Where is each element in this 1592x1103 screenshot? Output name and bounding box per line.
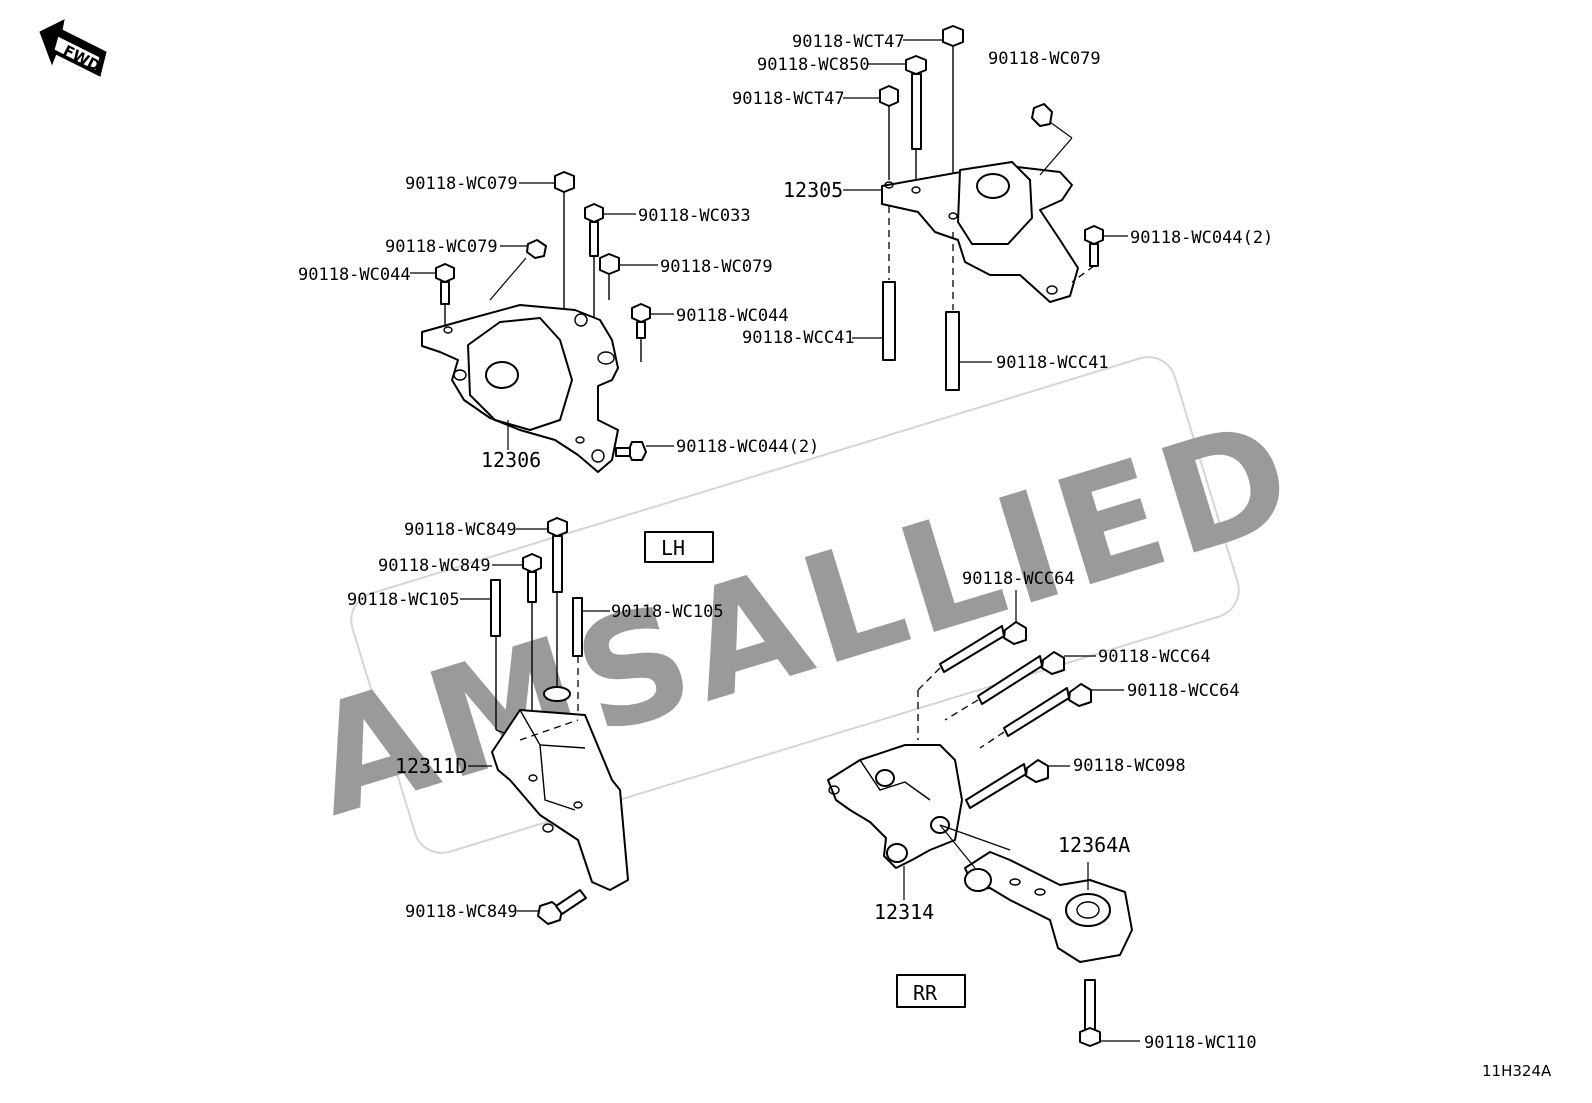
label-wc849-c: 90118-WC849 (405, 902, 518, 922)
stud-icon (882, 281, 896, 361)
nut-icon (879, 85, 899, 107)
fwd-arrow-icon: FWD (39, 19, 107, 77)
bolt-icon (631, 303, 651, 323)
rr-mount-assembly (827, 590, 1140, 1047)
bolt-icon (1003, 683, 1092, 737)
nut-icon (526, 239, 547, 259)
label-wc850: 90118-WC850 (757, 55, 870, 75)
stud-icon (572, 597, 583, 657)
view-label-rr: RR (913, 981, 938, 1005)
bolt-icon (965, 759, 1049, 809)
part-number-12305: 12305 (783, 178, 843, 202)
label-wcc64-a: 90118-WCC64 (962, 569, 1075, 589)
label-wct47-top: 90118-WCT47 (792, 32, 905, 52)
bolt-icon (1084, 225, 1104, 245)
bolt-icon (977, 651, 1065, 705)
label-wc849-a: 90118-WC849 (404, 520, 517, 540)
label-wc044-a: 90118-WC044 (298, 265, 411, 285)
label-wc105-a: 90118-WC105 (347, 590, 460, 610)
label-wcc41-a: 90118-WCC41 (742, 328, 855, 348)
bolt-icon (584, 203, 604, 223)
nut-icon (599, 253, 620, 275)
bolt-icon (522, 553, 542, 573)
part-number-12314: 12314 (874, 900, 934, 924)
label-wc105-b: 90118-WC105 (611, 602, 724, 622)
label-wc849-b: 90118-WC849 (378, 556, 491, 576)
label-wcc64-c: 90118-WCC64 (1127, 681, 1240, 701)
label-wcc41-b: 90118-WCC41 (996, 353, 1109, 373)
nut-icon (942, 25, 964, 47)
label-wc079-a: 90118-WC079 (405, 174, 518, 194)
label-wc110: 90118-WC110 (1144, 1033, 1257, 1053)
rr-bracket-body (827, 744, 963, 869)
lh-bracket-body (491, 709, 629, 891)
bolt-icon (905, 55, 927, 75)
part-number-12306: 12306 (481, 448, 541, 472)
stud-icon (490, 579, 501, 637)
label-wc044-b: 90118-WC044 (676, 306, 789, 326)
rr-view-box (896, 974, 966, 1008)
label-wc044-2-rh: 90118-WC044(2) (1130, 228, 1273, 248)
bolt-icon (939, 621, 1027, 673)
stud-icon (945, 311, 960, 391)
bolt-icon (435, 263, 455, 283)
bolt-icon (1079, 1027, 1101, 1047)
rh-engine-mount-assembly (843, 25, 1128, 391)
label-wc079-c: 90118-WC079 (660, 257, 773, 277)
diagram-code: 11H324A (1482, 1062, 1552, 1080)
label-wc044-2-lh: 90118-WC044(2) (676, 437, 819, 457)
label-wc079-b: 90118-WC079 (385, 237, 498, 257)
label-wc033: 90118-WC033 (638, 206, 751, 226)
part-number-12364a: 12364A (1058, 833, 1130, 857)
view-label-lh: LH (661, 536, 685, 560)
label-wct47-mid: 90118-WCT47 (732, 89, 845, 109)
nut-icon (554, 171, 575, 193)
bolt-icon (547, 517, 568, 537)
lh-engine-mount-assembly (410, 171, 674, 473)
nut-icon (1031, 103, 1053, 127)
label-wc098: 90118-WC098 (1073, 756, 1186, 776)
lh-view-box (644, 531, 714, 563)
rr-mount-body (964, 851, 1133, 963)
part-number-12311d: 12311D (395, 754, 467, 778)
label-wcc64-b: 90118-WCC64 (1098, 647, 1211, 667)
lh-bracket-assembly (460, 517, 714, 925)
part-labels: 90118-WCT47 90118-WC850 90118-WCT47 9011… (298, 32, 1552, 1080)
label-wc079-rh: 90118-WC079 (988, 49, 1101, 69)
